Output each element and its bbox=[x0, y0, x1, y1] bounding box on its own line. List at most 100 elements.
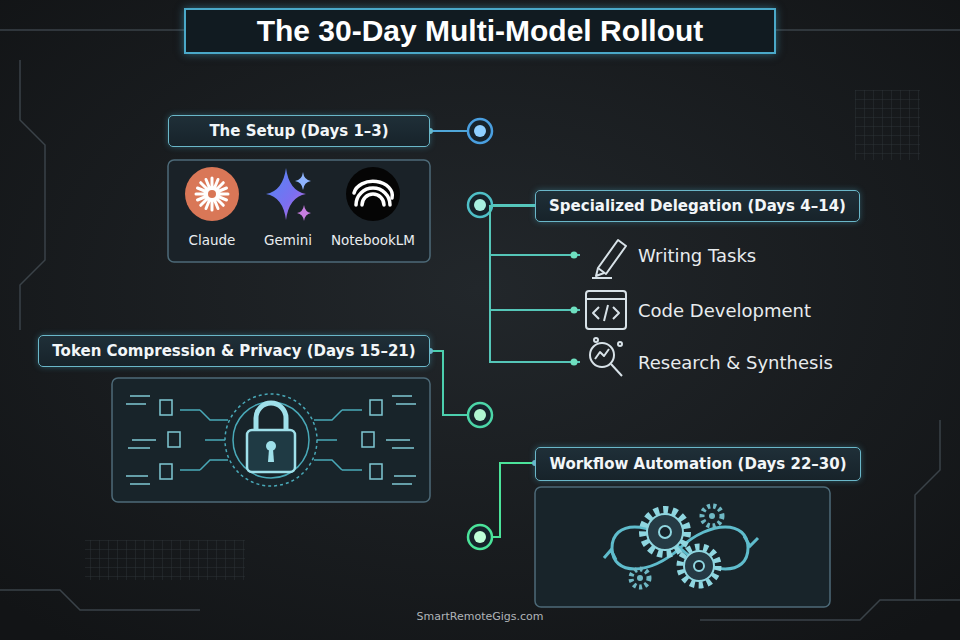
art-path bbox=[295, 172, 311, 190]
task-item: Writing Tasks bbox=[580, 235, 840, 275]
connector-line bbox=[490, 206, 580, 362]
art-g bbox=[354, 181, 392, 205]
phase-box: Workflow Automation (Days 22–30) bbox=[535, 447, 861, 481]
art-rect bbox=[112, 378, 430, 502]
title-text: The 30-Day Multi-Model Rollout bbox=[257, 14, 704, 48]
art-rect bbox=[370, 464, 382, 479]
branch-connector bbox=[490, 206, 580, 366]
art-path bbox=[297, 205, 311, 221]
art-rect bbox=[247, 430, 295, 472]
art-circle bbox=[468, 403, 492, 427]
art-path bbox=[430, 130, 468, 132]
art-path bbox=[430, 351, 468, 415]
art-path bbox=[362, 194, 384, 205]
art-g bbox=[586, 240, 626, 376]
art-path bbox=[592, 277, 612, 279]
title-box: The 30-Day Multi-Model Rollout bbox=[184, 8, 776, 54]
art-circle bbox=[684, 551, 714, 581]
art-path bbox=[596, 268, 604, 276]
phase-box: Specialized Delegation (Days 4–14) bbox=[535, 190, 860, 222]
art-rect bbox=[168, 432, 180, 447]
art-g bbox=[180, 394, 362, 486]
art-circle bbox=[468, 525, 492, 549]
art-circle bbox=[694, 561, 704, 571]
art-path bbox=[492, 463, 535, 537]
art-circle bbox=[643, 510, 687, 554]
art-circle bbox=[680, 547, 718, 585]
art-circle bbox=[208, 190, 216, 198]
branch-connector bbox=[490, 206, 580, 314]
art-path bbox=[356, 188, 390, 205]
task-item: Code Development bbox=[580, 290, 840, 330]
art-circle bbox=[474, 199, 486, 211]
node-text: Token Compression & Privacy (Days 15–21) bbox=[42, 342, 425, 360]
art-circle bbox=[594, 338, 598, 342]
art-g bbox=[126, 396, 416, 484]
art-circle bbox=[474, 125, 486, 137]
art-circle bbox=[618, 342, 622, 346]
node-text: Research & Synthesis bbox=[580, 352, 833, 373]
art-rect bbox=[586, 291, 626, 329]
art-circle bbox=[647, 514, 683, 550]
art-g bbox=[196, 178, 228, 210]
art-rect bbox=[168, 160, 430, 262]
art-path bbox=[196, 178, 228, 210]
art-circle bbox=[468, 119, 492, 143]
node-text: Writing Tasks bbox=[580, 245, 756, 266]
art-path bbox=[256, 403, 286, 430]
phase-box: Token Compression & Privacy (Days 15–21) bbox=[38, 335, 430, 367]
art-circle bbox=[659, 526, 671, 538]
art-circle bbox=[474, 409, 486, 421]
node-text: The Setup (Days 1–3) bbox=[199, 122, 398, 140]
art-path bbox=[354, 181, 392, 198]
art-rect bbox=[85, 540, 245, 580]
art-circle bbox=[468, 193, 492, 217]
tool-label: Gemini bbox=[250, 229, 326, 251]
art-path bbox=[268, 449, 274, 462]
art-circle bbox=[474, 531, 486, 543]
art-path bbox=[604, 550, 616, 560]
art-rect bbox=[160, 464, 172, 479]
art-path bbox=[20, 60, 45, 330]
art-circle bbox=[233, 402, 309, 478]
connector-dot bbox=[571, 252, 578, 259]
art-g bbox=[0, 30, 960, 620]
art-circle bbox=[225, 394, 317, 486]
node-text: Workflow Automation (Days 22–30) bbox=[539, 455, 856, 473]
art-g bbox=[631, 506, 722, 587]
task-item: Research & Synthesis bbox=[580, 342, 841, 382]
node-text: NotebookLM bbox=[331, 232, 415, 248]
art-path bbox=[744, 536, 758, 546]
art-circle bbox=[709, 513, 715, 519]
art-path bbox=[586, 298, 626, 300]
tool-label: NotebookLM bbox=[323, 229, 423, 251]
art-g bbox=[468, 119, 492, 549]
art-rect bbox=[362, 432, 374, 447]
connector-dot bbox=[571, 307, 578, 314]
connector-dot bbox=[571, 359, 578, 366]
art-circle bbox=[631, 569, 649, 587]
art-rect bbox=[160, 400, 172, 415]
watermark: SmartRemoteGigs.com bbox=[0, 610, 960, 623]
node-text: Claude bbox=[189, 232, 236, 248]
art-path bbox=[915, 420, 940, 600]
tool-label: Claude bbox=[167, 229, 257, 251]
art-circle bbox=[702, 506, 722, 526]
art-rect bbox=[370, 400, 382, 415]
art-path bbox=[598, 240, 626, 274]
node-text: Gemini bbox=[264, 232, 312, 248]
art-circle bbox=[590, 343, 614, 367]
art-path bbox=[126, 396, 416, 484]
art-g bbox=[430, 131, 535, 537]
art-circle bbox=[185, 167, 239, 221]
node-text: Code Development bbox=[580, 300, 811, 321]
art-path bbox=[593, 305, 619, 321]
art-path bbox=[0, 590, 200, 610]
art-path bbox=[611, 364, 622, 376]
node-text: Specialized Delegation (Days 4–14) bbox=[539, 197, 856, 215]
art-path bbox=[595, 349, 609, 359]
phase-box: The Setup (Days 1–3) bbox=[168, 115, 430, 147]
